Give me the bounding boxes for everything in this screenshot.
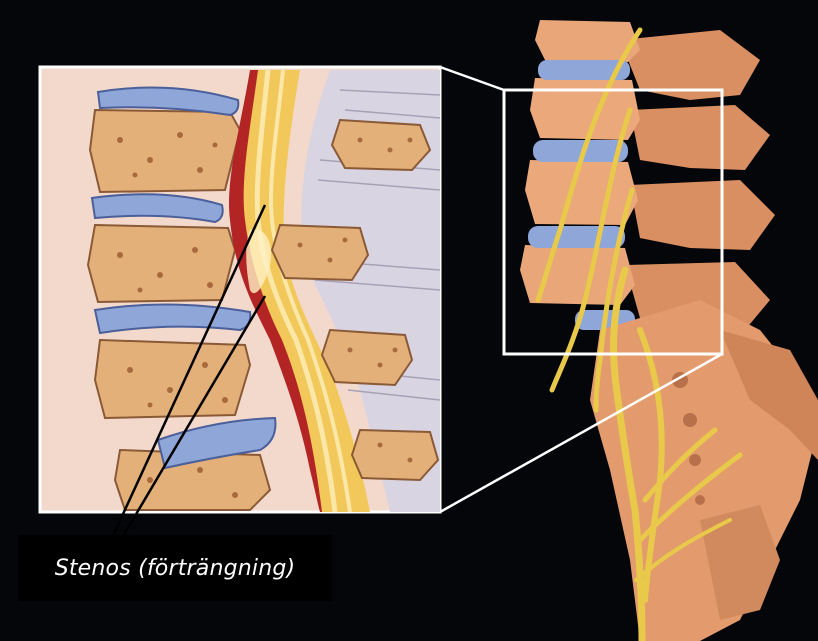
caption-box: Stenos (förträngning): [18, 535, 332, 601]
spinal-canal-cross-section-icon: [40, 67, 440, 512]
caption-label: Stenos (förträngning): [55, 556, 296, 581]
